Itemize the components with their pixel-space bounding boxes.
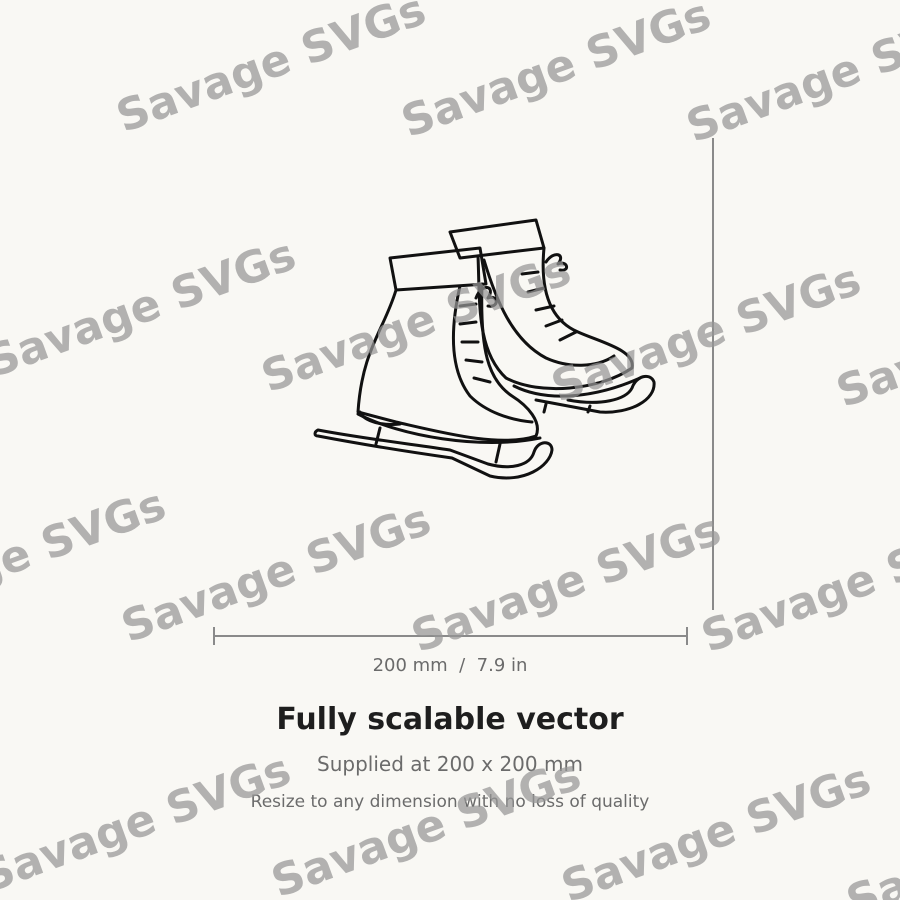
watermark-text: Savage SVGs (0, 479, 173, 638)
width-dimension-tick-right (686, 627, 688, 645)
watermark-text: Savage SVGs (695, 504, 900, 663)
watermark-text: Savage SVGs (830, 259, 900, 418)
watermark-text: Savage SVGs (840, 769, 900, 900)
width-dimension-tick-left (213, 627, 215, 645)
watermark-text: Savage SVGs (680, 0, 900, 153)
ice-skates-artwork (313, 218, 656, 480)
watermark-text: Savage SVGs (405, 504, 728, 663)
watermark-text: Savage SVGs (395, 0, 718, 148)
resize-note-text: Resize to any dimension with no loss of … (250, 792, 650, 812)
width-dimension-line (214, 635, 687, 637)
watermark-text: Savage SVGs (110, 0, 433, 143)
headline: Fully scalable vector (276, 702, 624, 737)
front-skate (313, 246, 554, 480)
dimension-label: 200 mm / 7.9 in (372, 655, 528, 676)
watermark-text: Savage SVGs (115, 494, 438, 653)
supplied-size-text: Supplied at 200 x 200 mm (317, 752, 583, 776)
height-dimension-line (712, 138, 714, 610)
watermark-text: Savage SVGs (0, 229, 303, 388)
